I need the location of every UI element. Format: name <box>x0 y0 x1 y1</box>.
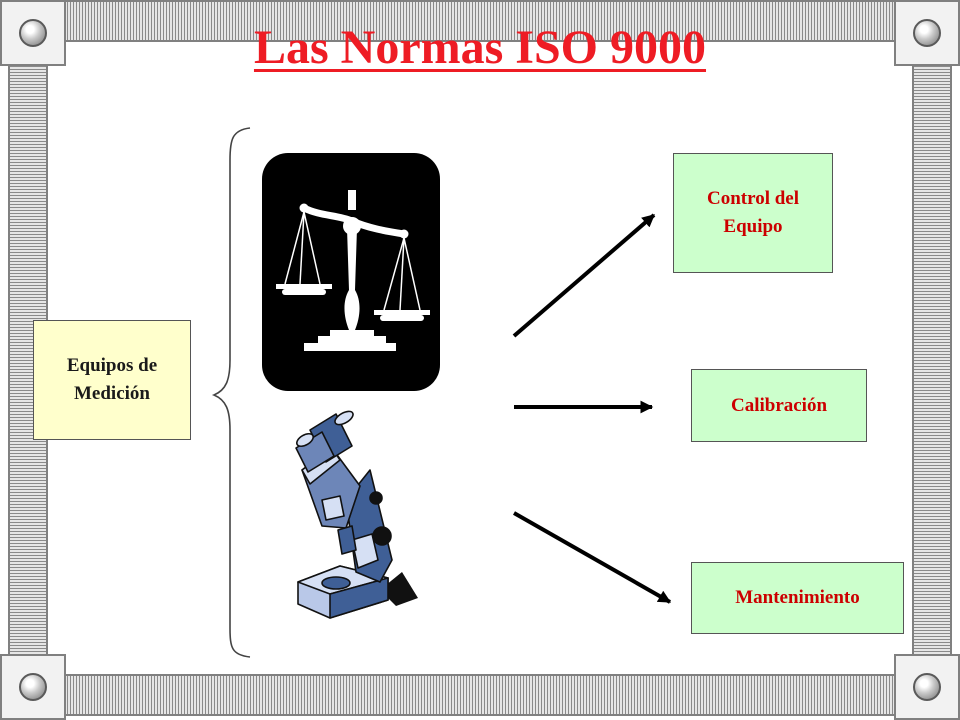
control-line-1: Control del <box>706 188 799 209</box>
frame-knob-icon <box>19 673 47 701</box>
slide-title-text: Las Normas ISO 9000 <box>253 21 707 74</box>
frame-top-bar <box>62 0 898 42</box>
frame-corner-bottom-right <box>894 654 960 720</box>
control-del-equipo-label: Control del Equipo <box>707 185 799 241</box>
frame-knob-icon <box>19 19 47 47</box>
equipos-de-medicion-box: Equipos de Medición <box>33 320 191 440</box>
control-del-equipo-box: Control del Equipo <box>673 153 833 273</box>
mantenimiento-box: Mantenimiento <box>691 562 904 634</box>
equipos-de-medicion-label: Equipos de Medición <box>67 352 157 408</box>
left-brace <box>211 127 251 658</box>
equipos-line-1: Equipos de <box>66 355 158 376</box>
frame-knob-icon <box>913 19 941 47</box>
arrow-to-mantenimiento <box>513 511 672 604</box>
balance-scale-icon <box>262 153 440 391</box>
frame-right-bar <box>912 60 952 660</box>
calibracion-label: Calibración <box>730 394 828 416</box>
mantenimiento-label: Mantenimiento <box>735 587 860 608</box>
equipos-line-2: Medición <box>73 383 150 404</box>
arrow-to-control <box>512 213 656 338</box>
frame-corner-top-right <box>894 0 960 66</box>
frame-corner-top-left <box>0 0 66 66</box>
frame-knob-icon <box>913 673 941 701</box>
frame-corner-bottom-left <box>0 654 66 720</box>
slide-title: Las Normas ISO 9000 <box>0 16 960 80</box>
frame-bottom-bar <box>62 674 898 716</box>
microscope-icon <box>295 410 418 619</box>
calibracion-box: Calibración <box>691 369 867 442</box>
control-line-2: Equipo <box>723 216 783 237</box>
